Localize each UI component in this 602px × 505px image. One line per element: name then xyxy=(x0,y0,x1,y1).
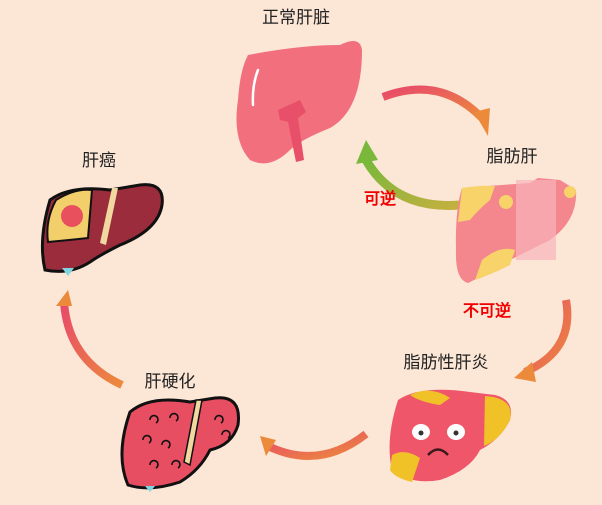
label-liver-cancer: 肝癌 xyxy=(82,151,116,171)
arrow-cirrhosis-to-cancer xyxy=(56,290,124,389)
liver-cancer-icon xyxy=(40,183,164,276)
label-normal-liver: 正常肝脏 xyxy=(262,8,330,28)
label-irreversible: 不可逆 xyxy=(463,301,511,320)
label-fatty-liver: 脂肪肝 xyxy=(487,147,538,167)
normal-liver-icon xyxy=(236,41,362,164)
fatty-liver-icon xyxy=(455,178,577,283)
fatty-hepatitis-liver-icon xyxy=(389,389,511,482)
arrow-fatty-to-hepatitis xyxy=(514,299,572,382)
cirrhosis-liver-icon xyxy=(120,396,241,492)
label-cirrhosis: 肝硬化 xyxy=(145,372,196,392)
label-reversible: 可逆 xyxy=(364,189,396,208)
arrow-hepatitis-to-cirrhosis xyxy=(260,430,369,460)
arrow-normal-to-fatty xyxy=(381,85,490,136)
label-fatty-hepatitis: 脂肪性肝炎 xyxy=(404,353,489,373)
arrow-fatty-to-normal-reversible xyxy=(356,140,461,210)
